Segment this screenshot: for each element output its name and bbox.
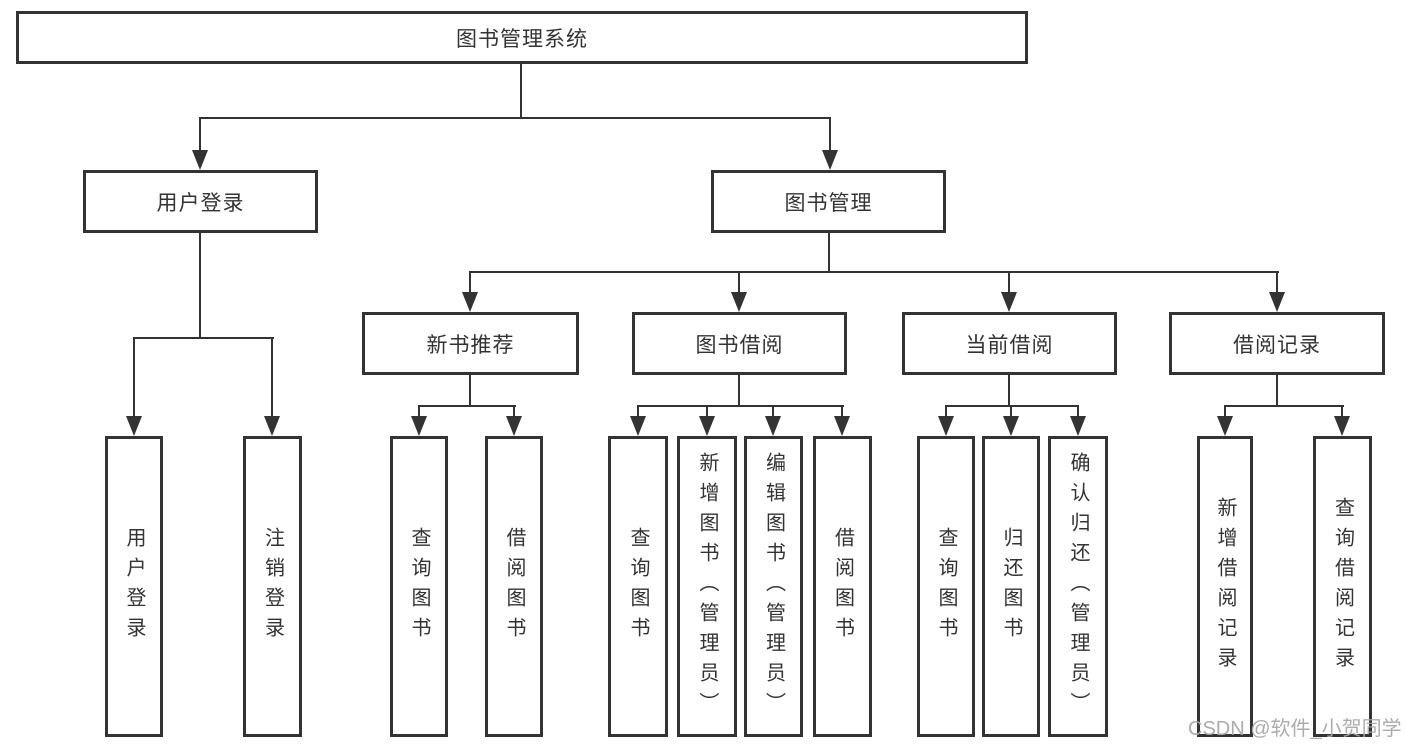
leaf-label: 归还图书 xyxy=(1000,526,1022,647)
arrow-down-icon xyxy=(192,117,208,170)
leaf-label: 确认归还（管理员） xyxy=(1067,451,1089,722)
node-book-management: 图书管理 xyxy=(711,170,946,233)
arrow-down-icon xyxy=(1003,405,1019,436)
leaf-edit-books-admin: 编辑图书（管理员） xyxy=(744,436,803,737)
leaf-add-borrow-record: 新增借阅记录 xyxy=(1197,436,1253,737)
leaf-add-books-admin: 新增图书（管理员） xyxy=(677,436,737,737)
connector-line xyxy=(133,337,274,339)
node-new-book-recommendation: 新书推荐 xyxy=(362,312,579,375)
leaf-confirm-return-admin: 确认归还（管理员） xyxy=(1048,436,1108,737)
node-book-borrowing: 图书借阅 xyxy=(632,312,847,375)
arrow-down-icon xyxy=(411,405,427,436)
leaf-label: 新增借阅记录 xyxy=(1214,496,1236,677)
arrow-down-icon xyxy=(731,271,747,312)
leaf-user-login: 用户登录 xyxy=(105,436,163,737)
connector-line xyxy=(469,271,1279,273)
node-label: 用户登录 xyxy=(156,191,245,215)
leaf-label: 注销登录 xyxy=(261,526,284,647)
arrow-down-icon xyxy=(126,337,142,436)
arrow-down-icon xyxy=(264,337,280,436)
arrow-down-icon xyxy=(1334,405,1350,436)
connector-line xyxy=(828,233,830,273)
connector-line xyxy=(199,233,201,339)
leaf-logout: 注销登录 xyxy=(243,436,302,737)
leaf-borrow-books-recommend: 借阅图书 xyxy=(485,436,543,737)
connector-line xyxy=(469,375,471,407)
connector-line xyxy=(738,375,740,407)
connector-line xyxy=(199,117,831,119)
arrow-down-icon xyxy=(699,405,715,436)
connector-line xyxy=(1224,405,1344,407)
node-user-login: 用户登录 xyxy=(83,170,318,233)
connector-line xyxy=(945,405,1079,407)
leaf-label: 查询图书 xyxy=(935,526,957,647)
leaf-borrow-books: 借阅图书 xyxy=(813,436,872,737)
leaf-label: 查询图书 xyxy=(627,526,649,647)
leaf-query-books-borrowing: 查询图书 xyxy=(608,436,668,737)
arrow-down-icon xyxy=(506,405,522,436)
node-label: 当前借阅 xyxy=(965,333,1054,357)
node-label: 图书管理系统 xyxy=(456,27,588,51)
node-label: 新书推荐 xyxy=(426,333,515,357)
arrow-down-icon xyxy=(1269,271,1285,312)
arrow-down-icon xyxy=(822,117,838,170)
arrow-down-icon xyxy=(1001,271,1017,312)
connector-line xyxy=(637,405,844,407)
leaf-query-borrow-record: 查询借阅记录 xyxy=(1313,436,1372,737)
leaf-label: 用户登录 xyxy=(123,526,145,647)
arrow-down-icon xyxy=(938,405,954,436)
node-current-borrowing: 当前借阅 xyxy=(902,312,1117,375)
csdn-watermark: CSDN @软件_小贺同学 xyxy=(1188,718,1402,740)
connector-line xyxy=(1276,375,1278,407)
arrow-down-icon xyxy=(834,405,850,436)
arrow-down-icon xyxy=(462,271,478,312)
arrow-down-icon xyxy=(1070,405,1086,436)
node-label: 图书管理 xyxy=(784,191,873,215)
leaf-label: 借阅图书 xyxy=(831,526,854,647)
arrow-down-icon xyxy=(1217,405,1233,436)
node-label: 图书借阅 xyxy=(695,333,784,357)
node-borrowing-records: 借阅记录 xyxy=(1169,312,1385,375)
leaf-label: 借阅图书 xyxy=(503,526,525,647)
leaf-label: 查询借阅记录 xyxy=(1331,496,1354,677)
connector-line xyxy=(418,405,516,407)
connector-line xyxy=(520,64,522,119)
arrow-down-icon xyxy=(630,405,646,436)
leaf-query-books-recommend: 查询图书 xyxy=(390,436,448,737)
node-label: 借阅记录 xyxy=(1233,333,1321,357)
leaf-label: 新增图书（管理员） xyxy=(696,451,718,722)
leaf-query-books-current: 查询图书 xyxy=(917,436,975,737)
node-library-management-system: 图书管理系统 xyxy=(16,11,1028,64)
leaf-label: 编辑图书（管理员） xyxy=(762,451,785,722)
leaf-return-books: 归还图书 xyxy=(982,436,1040,737)
connector-line xyxy=(1008,375,1010,407)
arrow-down-icon xyxy=(765,405,781,436)
leaf-label: 查询图书 xyxy=(408,526,430,647)
